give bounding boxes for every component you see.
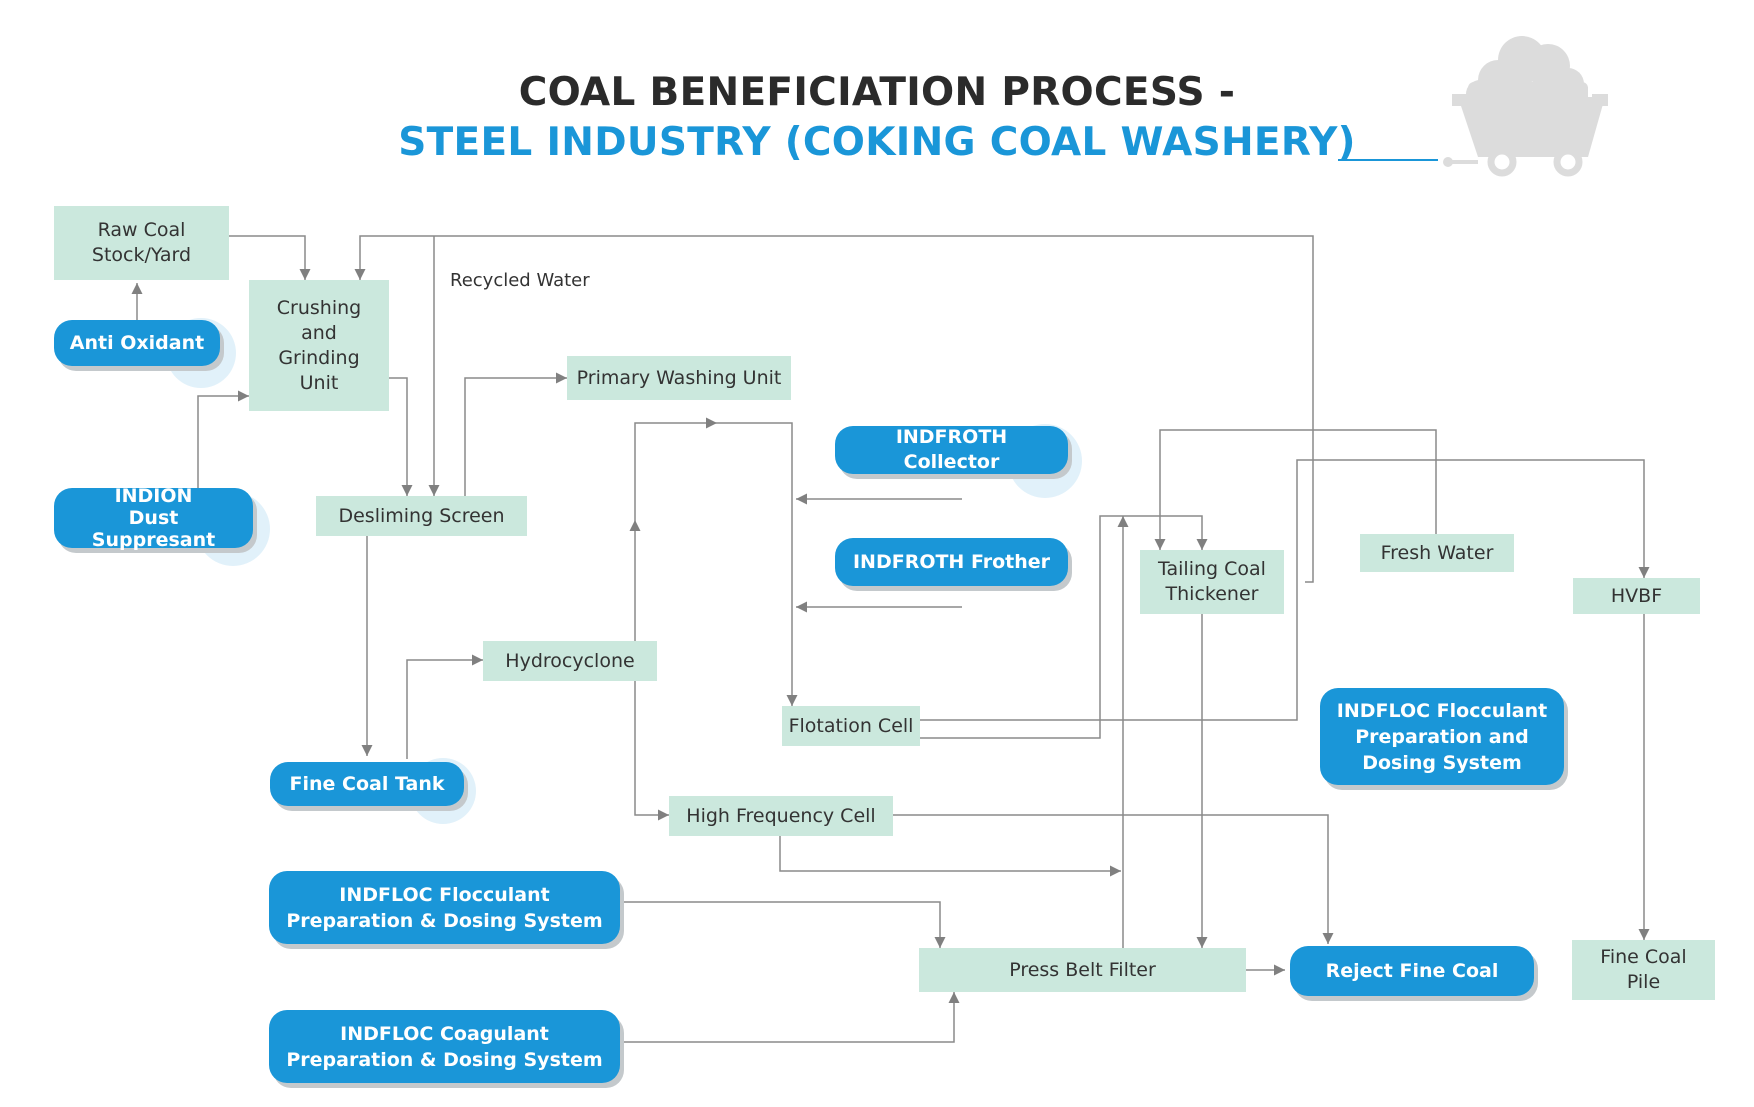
indfroth-collector-label: INDFROTH Collector [895, 426, 1008, 473]
flow-loop-to-flotation [717, 422, 798, 706]
flow-hfc-to-riser [779, 836, 1121, 877]
flow-flotation-to-hvbf [920, 459, 1650, 721]
fine-coal-pile-label: Fine Coal Pile [1600, 946, 1687, 993]
indfroth-frother-label: INDFROTH Frother [852, 550, 1051, 573]
flow-crushing-to-desliming [389, 377, 413, 496]
high-frequency-cell-box: High Frequency Cell [669, 796, 893, 836]
flow-floc-to-pressbelt [620, 901, 946, 948]
fine-coal-tank-label: Fine Coal Tank [289, 772, 445, 795]
hvbf-label: HVBF [1610, 584, 1663, 607]
indfloc-flocculant-left-label: INDFLOC Flocculant Preparation & Dosing … [286, 883, 603, 932]
indfloc-coagulant-label: INDFLOC Coagulant Preparation & Dosing S… [286, 1022, 603, 1071]
flow-hfc-to-reject [890, 814, 1334, 944]
flow-hydrocyclone-to-hfc [634, 681, 669, 821]
desliming-screen-box: Desliming Screen [316, 496, 527, 536]
anti-oxidant-label: Anti Oxidant [69, 331, 205, 354]
crushing-grinding-unit-label: Crushing and Grinding Unit [276, 296, 362, 394]
indfroth-frother-pill: INDFROTH Frother [835, 538, 1068, 586]
primary-washing-unit-label: Primary Washing Unit [576, 366, 782, 389]
coal-cart-icon [1443, 36, 1608, 177]
title-underline [1338, 159, 1438, 161]
primary-washing-unit-box: Primary Washing Unit [567, 356, 791, 400]
press-belt-filter-box: Press Belt Filter [919, 948, 1246, 992]
fresh-water-label: Fresh Water [1380, 541, 1494, 564]
indion-dust-suppressant-label: INDION Dust Suppresant [91, 485, 216, 551]
recycled-water-label: Recycled Water [450, 270, 590, 291]
fresh-water-box: Fresh Water [1360, 534, 1514, 572]
flotation-cell-box: Flotation Cell [782, 706, 920, 746]
flotation-cell-label: Flotation Cell [788, 714, 914, 737]
high-frequency-cell-label: High Frequency Cell [686, 804, 876, 827]
flow-loop-top [634, 417, 717, 520]
flow-coag-to-pressbelt [620, 992, 960, 1043]
flow-dust-to-crushing [197, 390, 249, 488]
raw-coal-stock-yard-label: Raw Coal Stock/Yard [91, 219, 192, 266]
anti-oxidant-pill: Anti Oxidant [54, 320, 220, 366]
title-line-1: COAL BENEFICIATION PROCESS - [518, 70, 1236, 115]
indfloc-flocculant-right-label: INDFLOC Flocculant Preparation and Dosin… [1336, 699, 1548, 774]
indfloc-coagulant-pill: INDFLOC Coagulant Preparation & Dosing S… [269, 1010, 620, 1083]
desliming-screen-label: Desliming Screen [338, 504, 505, 527]
indfloc-flocculant-left-pill: INDFLOC Flocculant Preparation & Dosing … [269, 871, 620, 944]
indfroth-collector-pill: INDFROTH Collector [835, 426, 1068, 474]
reject-fine-coal-pill: Reject Fine Coal [1290, 946, 1534, 996]
flow-freshwater-to-thickener [1154, 429, 1437, 550]
flow-desliming-to-washing [464, 372, 567, 496]
hydrocyclone-box: Hydrocyclone [483, 641, 657, 681]
flow-raw-to-crushing [229, 235, 311, 280]
tailing-coal-thickener-box: Tailing Coal Thickener [1140, 550, 1284, 614]
raw-coal-stock-yard-box: Raw Coal Stock/Yard [54, 206, 229, 280]
indion-dust-suppressant-pill: INDION Dust Suppresant [54, 485, 253, 551]
hydrocyclone-label: Hydrocyclone [505, 649, 635, 672]
hvbf-box: HVBF [1573, 578, 1700, 614]
flow-recycle-to-crushing [354, 235, 1314, 583]
fine-coal-pile-box: Fine Coal Pile [1572, 940, 1715, 1000]
fine-coal-tank-pill: Fine Coal Tank [270, 762, 464, 806]
reject-fine-coal-label: Reject Fine Coal [1325, 959, 1499, 982]
press-belt-filter-label: Press Belt Filter [1009, 958, 1156, 981]
flow-flotation-to-thickener [920, 515, 1208, 739]
indfloc-flocculant-right-pill: INDFLOC Flocculant Preparation and Dosin… [1320, 688, 1564, 785]
flow-tank-to-hydrocyclone [406, 654, 483, 759]
tailing-coal-thickener-label: Tailing Coal Thickener [1158, 558, 1266, 605]
crushing-grinding-unit-box: Crushing and Grinding Unit [249, 280, 389, 411]
title-line-2: STEEL INDUSTRY (COKING COAL WASHERY) [398, 120, 1356, 165]
